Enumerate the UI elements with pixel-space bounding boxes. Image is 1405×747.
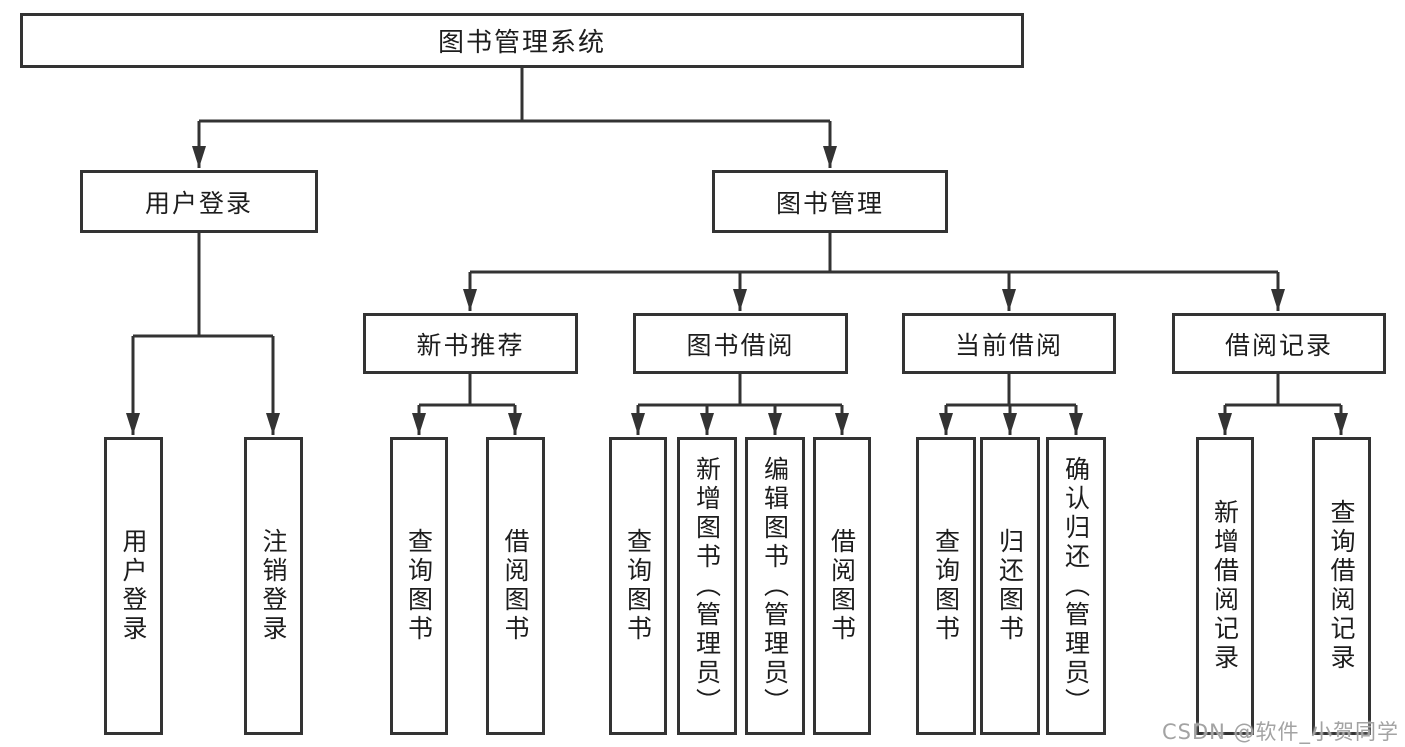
node-label: 用户登录 xyxy=(119,528,148,644)
node-book-management: 图书管理 xyxy=(712,170,948,233)
node-label: 注销登录 xyxy=(259,528,288,644)
node-label: 查询借阅记录 xyxy=(1327,499,1356,673)
node-label: 当前借阅 xyxy=(954,330,1063,360)
leaf-logout: 注销登录 xyxy=(244,437,303,735)
leaf-add-borrow-record: 新增借阅记录 xyxy=(1196,437,1254,735)
node-label: 查询图书 xyxy=(623,528,653,644)
leaf-edit-books-admin: 编辑图书（管理员） xyxy=(745,437,805,735)
leaf-add-books-admin: 新增图书（管理员） xyxy=(677,437,737,735)
leaf-query-borrow-record: 查询借阅记录 xyxy=(1312,437,1371,735)
leaf-confirm-return-admin: 确认归还（管理员） xyxy=(1046,437,1106,735)
leaf-borrow-books-recommend: 借阅图书 xyxy=(486,437,545,735)
node-label: 借阅记录 xyxy=(1224,330,1333,360)
node-label: 新增借阅记录 xyxy=(1210,499,1240,673)
node-borrowing-records: 借阅记录 xyxy=(1172,313,1386,374)
node-label: 用户登录 xyxy=(144,188,253,218)
node-book-borrowing: 图书借阅 xyxy=(633,313,848,374)
node-label: 新增图书（管理员） xyxy=(692,455,722,717)
node-label: 编辑图书（管理员） xyxy=(760,455,790,717)
node-user-login: 用户登录 xyxy=(80,170,318,233)
node-label: 归还图书 xyxy=(995,528,1025,644)
csdn-watermark: CSDN @软件_小贺同学 xyxy=(1162,720,1400,744)
node-new-book-recommendation: 新书推荐 xyxy=(363,313,578,374)
leaf-query-books-borrowing: 查询图书 xyxy=(609,437,667,735)
node-library-management-system: 图书管理系统 xyxy=(20,13,1024,68)
leaf-query-books-recommend: 查询图书 xyxy=(390,437,448,735)
leaf-user-login: 用户登录 xyxy=(104,437,163,735)
node-label: 图书管理系统 xyxy=(437,28,606,58)
node-label: 借阅图书 xyxy=(501,528,530,644)
leaf-return-books: 归还图书 xyxy=(980,437,1040,735)
node-label: 查询图书 xyxy=(931,528,961,644)
node-label: 图书借阅 xyxy=(686,330,795,360)
leaf-query-books-current: 查询图书 xyxy=(916,437,976,735)
node-label: 查询图书 xyxy=(404,528,434,644)
node-label: 借阅图书 xyxy=(827,528,857,644)
leaf-borrow-books: 借阅图书 xyxy=(813,437,871,735)
node-label: 图书管理 xyxy=(775,188,884,218)
node-label: 新书推荐 xyxy=(416,330,525,360)
node-label: 确认归还（管理员） xyxy=(1061,455,1091,717)
node-current-borrowing: 当前借阅 xyxy=(902,313,1116,374)
